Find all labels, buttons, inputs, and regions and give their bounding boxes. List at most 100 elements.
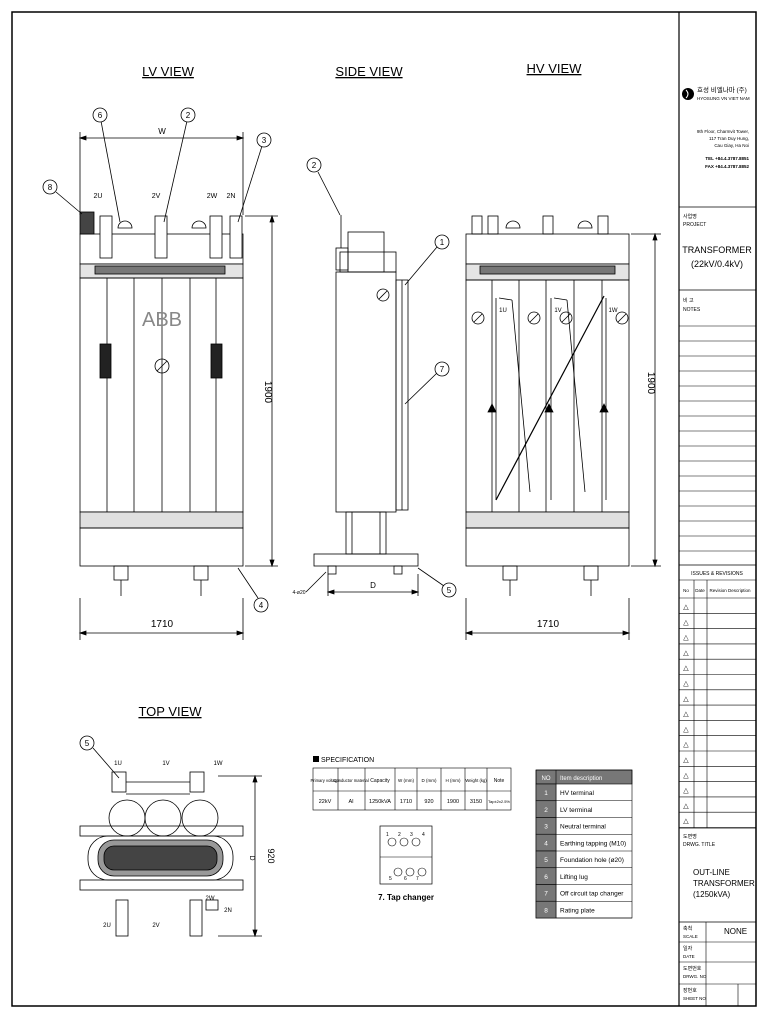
item-no: 4 bbox=[544, 840, 548, 847]
drwg-no-label-korean: 도면번호 bbox=[683, 965, 702, 972]
side-balloons bbox=[306, 157, 457, 598]
rev-mark: △ bbox=[683, 635, 689, 642]
balloon-number: 4 bbox=[259, 601, 264, 610]
balloon-number: 8 bbox=[48, 183, 53, 192]
hv-height-dim: 1900 bbox=[645, 372, 656, 395]
spec-header: Conductor material bbox=[333, 778, 368, 783]
spec-cell: 1900 bbox=[447, 799, 459, 805]
drwg-title: TRANSFORMER bbox=[693, 879, 755, 888]
item-no: 1 bbox=[544, 790, 548, 797]
item-no: 5 bbox=[544, 857, 548, 864]
project-name: TRANSFORMER bbox=[682, 245, 752, 255]
hv-length-dim: 1710 bbox=[537, 619, 560, 630]
spec-header: W (mm) bbox=[398, 778, 414, 783]
side-view bbox=[305, 171, 445, 596]
drwg-no-label: DRWG. NO bbox=[683, 974, 707, 979]
balloon-number: 6 bbox=[98, 111, 103, 120]
side-foot-note: 4-ø20 bbox=[292, 590, 305, 596]
top-depth-dim: 920 bbox=[266, 848, 276, 863]
company-address: 9th Floor, Charmvit Tower, bbox=[697, 129, 749, 134]
notes-label: NOTES bbox=[683, 307, 701, 313]
lv-brand: ABB bbox=[142, 309, 182, 331]
rev-mark: △ bbox=[683, 818, 689, 825]
lv-balloons bbox=[42, 107, 272, 613]
hv-view bbox=[464, 215, 661, 640]
spec-cell: 1250kVA bbox=[369, 799, 391, 805]
lv-view-title: LV VIEW bbox=[142, 64, 195, 79]
item-header: Item description bbox=[560, 776, 602, 782]
item-description: Earthing tapping (M10) bbox=[560, 840, 626, 847]
top-view-title: TOP VIEW bbox=[138, 704, 202, 719]
item-description: HV terminal bbox=[560, 790, 595, 797]
item-header: NO bbox=[542, 776, 551, 782]
lv-view bbox=[55, 120, 278, 640]
balloon bbox=[441, 582, 457, 598]
rev-mark: △ bbox=[683, 742, 689, 749]
tap-number: 6 bbox=[404, 876, 407, 882]
tap-number: 5 bbox=[389, 876, 392, 882]
item-description: Off circuit tap changer bbox=[560, 891, 624, 898]
company-name: HYOSUNG VN VIET NAM bbox=[697, 96, 750, 101]
item-no: 7 bbox=[544, 891, 548, 898]
side-view-title: SIDE VIEW bbox=[335, 64, 403, 79]
balloon bbox=[434, 234, 450, 250]
top-lv-terminal-label: 2N bbox=[224, 908, 232, 914]
tap-number: 3 bbox=[410, 832, 413, 838]
tap-number: 7 bbox=[416, 876, 419, 882]
drwg-title-label: DRWG. TITLE bbox=[683, 842, 716, 848]
top-lv-terminal-label: 2U bbox=[103, 923, 111, 929]
rev-mark: △ bbox=[683, 696, 689, 703]
hv-terminal-label: 1W bbox=[609, 308, 618, 314]
spec-header: H (mm) bbox=[446, 778, 461, 783]
notes-label-korean: 비 고 bbox=[683, 297, 694, 304]
balloon-number: 1 bbox=[440, 238, 445, 247]
spec-cell: 920 bbox=[424, 799, 433, 805]
scale-label-korean: 축척 bbox=[683, 925, 692, 932]
company-fax: FAX +84.4.3787.8852 bbox=[705, 164, 749, 169]
rev-header: Revision Description bbox=[709, 588, 751, 593]
balloon-number: 3 bbox=[262, 136, 267, 145]
company-address: 117 Tran Duy Hung, bbox=[709, 136, 749, 141]
spec-header: Note bbox=[494, 778, 505, 784]
item-description: LV terminal bbox=[560, 807, 593, 814]
item-description: Lifting lug bbox=[560, 874, 588, 881]
item-description: Foundation hole (ø20) bbox=[560, 857, 624, 864]
rev-mark: △ bbox=[683, 681, 689, 688]
item-description: Rating plate bbox=[560, 907, 595, 914]
spec-cell: Al bbox=[349, 799, 354, 805]
scale-value: NONE bbox=[724, 927, 747, 936]
rev-mark: △ bbox=[683, 665, 689, 672]
item-no: 6 bbox=[544, 874, 548, 881]
lv-terminal-label: 2U bbox=[94, 193, 103, 200]
drwg-title: OUT-LINE bbox=[693, 868, 730, 877]
date-label-korean: 일자 bbox=[683, 945, 693, 952]
tap-number: 2 bbox=[398, 832, 401, 838]
project-label-korean: 사업명 bbox=[683, 213, 697, 220]
spec-title: SPECIFICATION bbox=[321, 757, 374, 764]
balloon bbox=[306, 157, 322, 173]
top-view bbox=[79, 747, 262, 938]
balloon bbox=[256, 132, 272, 148]
balloon-number: 5 bbox=[85, 739, 90, 748]
rev-header: Date bbox=[695, 588, 705, 593]
balloon-number: 2 bbox=[312, 161, 317, 170]
item-description: Neutral terminal bbox=[560, 824, 606, 831]
hv-view-title: HV VIEW bbox=[527, 61, 583, 76]
spec-cell: 1710 bbox=[400, 799, 412, 805]
spec-cell: Tap±2x2.5% bbox=[488, 799, 510, 804]
project-label: PROJECT bbox=[683, 222, 706, 228]
top-lv-terminal-label: 2V bbox=[152, 923, 159, 929]
item-no: 2 bbox=[544, 807, 548, 814]
side-depth-label: D bbox=[370, 581, 376, 590]
drwg-title-label-korean: 도면명 bbox=[683, 833, 697, 840]
rev-mark: △ bbox=[683, 757, 689, 764]
top-hv-terminal-label: 1U bbox=[114, 761, 122, 767]
scale-label: SCALE bbox=[683, 934, 698, 939]
rev-mark: △ bbox=[683, 726, 689, 733]
company-name-korean: 효성 비엘나마 (주) bbox=[697, 85, 747, 94]
balloon bbox=[253, 597, 269, 613]
item-no: 8 bbox=[544, 907, 548, 914]
balloon bbox=[42, 179, 58, 195]
